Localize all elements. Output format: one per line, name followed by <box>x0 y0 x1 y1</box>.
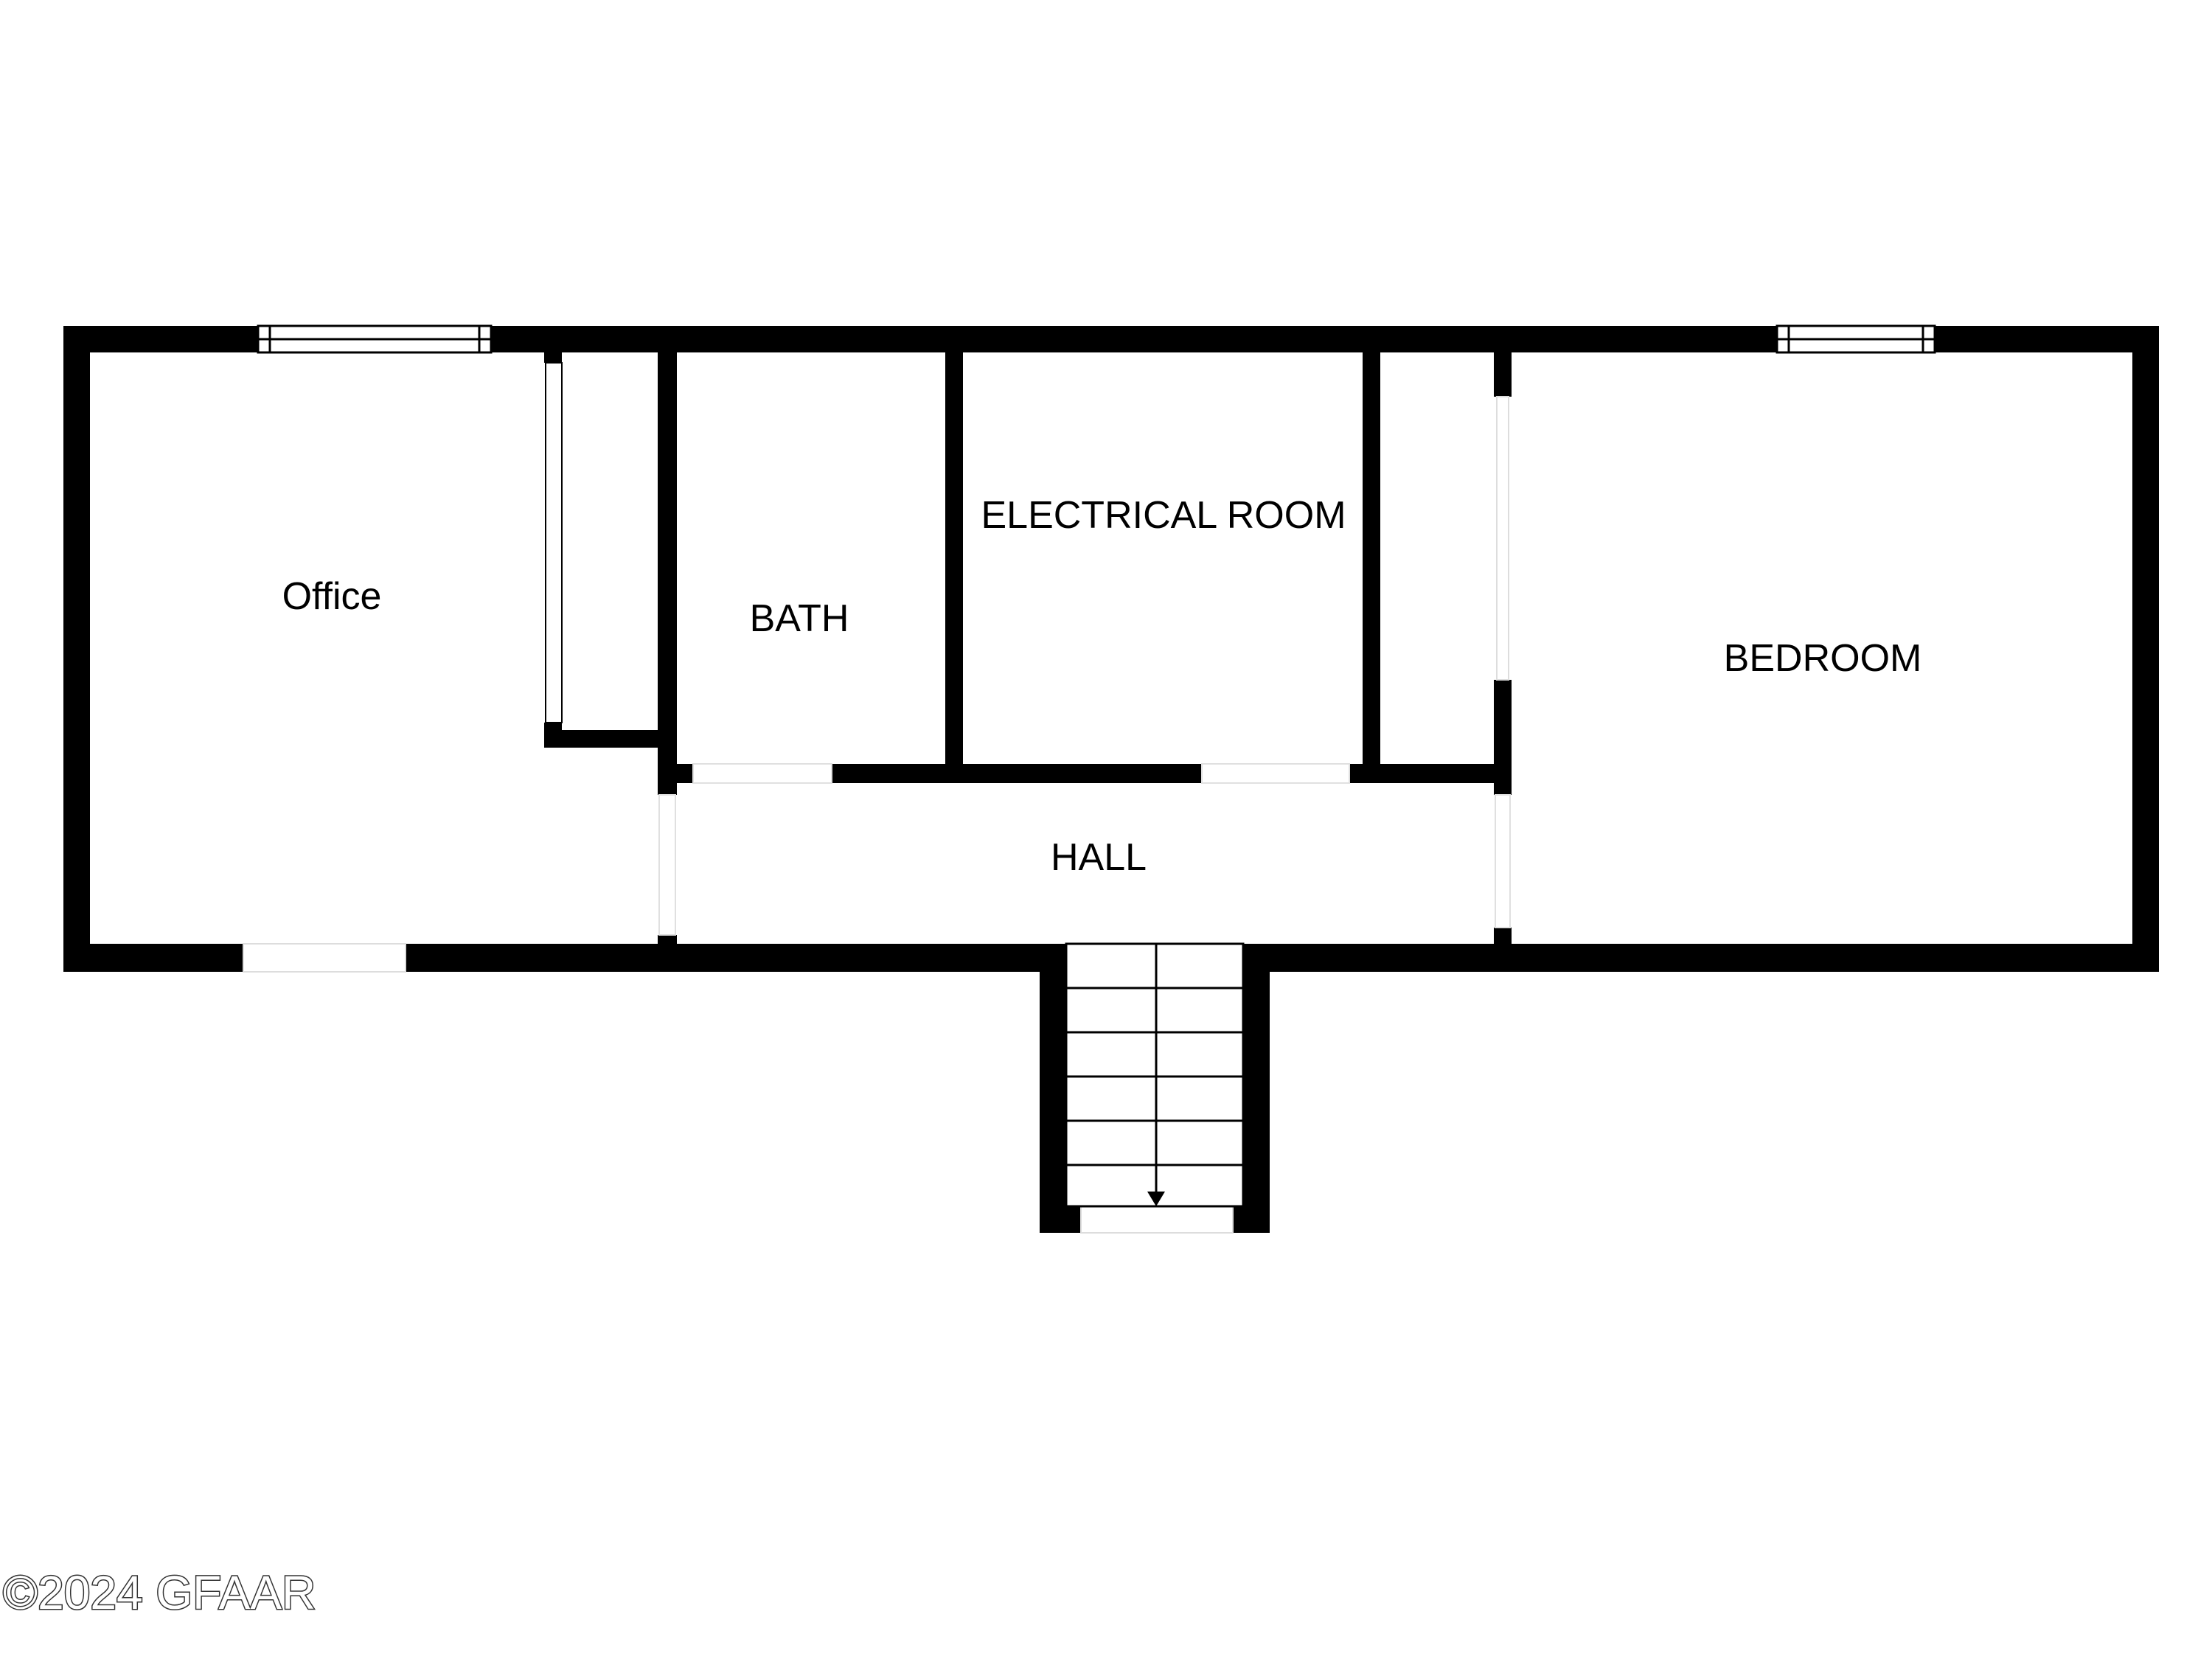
wall-bottom-right <box>1261 944 2159 972</box>
stair-wall-left <box>1040 944 1066 1233</box>
stair-arrow-icon <box>1147 1192 1165 1206</box>
wall-right <box>2132 326 2159 972</box>
wall-hall-left-bottom <box>658 935 677 950</box>
hall-wall-top-c <box>1349 764 1512 783</box>
wall-electrical-closet <box>1363 352 1380 782</box>
copyright-watermark: ©2024 GFAAR <box>3 1566 316 1619</box>
closet-wall-left-stub-bottom <box>544 723 562 748</box>
window-office <box>257 324 493 354</box>
closet-door-office <box>545 362 563 723</box>
room-label-bedroom: BEDROOM <box>1724 637 1922 680</box>
interior-walls <box>544 352 1512 950</box>
closet-wall-bottom <box>544 730 662 748</box>
door-electrical <box>1201 763 1350 784</box>
room-label-office: Office <box>282 575 382 618</box>
closet-wall-left-stub-top <box>544 352 562 363</box>
wall-hall-right-bottom <box>1494 928 1512 948</box>
stair-opening <box>1080 1206 1234 1234</box>
stair-wall-bottom-right <box>1233 1206 1270 1233</box>
room-label-electrical: ELECTRICAL ROOM <box>981 494 1346 537</box>
stair-wall-right <box>1243 944 1270 1233</box>
wall-bottom-left <box>63 944 1044 972</box>
room-label-hall: HALL <box>1051 836 1147 879</box>
wall-left <box>63 326 90 972</box>
door-office-exterior <box>243 943 406 973</box>
hall-wall-top-b <box>832 764 1202 783</box>
wall-closet-bedroom-top <box>1494 352 1512 397</box>
stair-wall-bottom-left <box>1040 1206 1081 1233</box>
staircase <box>1040 942 1270 1234</box>
door-hall-bedroom <box>1495 794 1511 928</box>
window-bedroom <box>1775 324 1936 354</box>
door-hall-office <box>658 794 676 936</box>
door-bath <box>692 763 832 784</box>
room-label-bath: BATH <box>750 597 849 640</box>
wall-bath-left <box>658 352 677 765</box>
hall-wall-top-a <box>658 764 693 783</box>
closet-door-bedroom <box>1496 396 1509 681</box>
wall-bath-electrical <box>945 352 963 782</box>
